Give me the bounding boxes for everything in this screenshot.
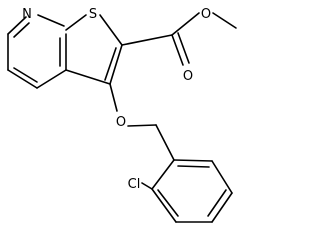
atom-label-n: N: [22, 7, 32, 22]
bond-cpara-cmeta2: [211, 192, 233, 223]
atom-label-cl: Cl: [128, 177, 141, 192]
atom-label-o-ether: O: [116, 115, 126, 130]
structure-canvas: N S O O O Cl: [7, 7, 237, 223]
bond-cortho2-cipso: [173, 159, 213, 162]
bond-ch2-cipso: [155, 124, 175, 161]
bond-cortho-cmeta: [151, 188, 177, 223]
bond-c3-oether: [109, 83, 118, 112]
bond-ccarbonyl-o-double-a: [171, 34, 184, 66]
bond-cortho-cl: [141, 182, 153, 190]
bond-s-c2: [99, 14, 123, 46]
bond-cmeta2-cortho2: [211, 160, 233, 194]
bond-n-c6: [7, 16, 27, 35]
atom-label-o-carbonyl: O: [183, 69, 193, 84]
bond-cipso-cortho: [151, 159, 175, 190]
bond-oether-ch2: [127, 124, 157, 127]
bond-ccarbonyl-o-double-b: [177, 32, 190, 64]
bond-c7a-n: [37, 14, 65, 27]
bond-c2-c3-double: [104, 47, 117, 81]
bond-c2-ccarbonyl: [121, 34, 173, 46]
bond-oester-methyl: [212, 12, 237, 29]
bond-cortho2-cipso-double: [177, 165, 210, 168]
bond-c4-c3a: [36, 69, 67, 89]
bond-cortho-cmeta-double: [157, 189, 179, 217]
bond-c5-c4-double: [13, 67, 38, 83]
bond-n-c6-double: [13, 22, 30, 38]
bond-c5-c4: [7, 69, 38, 89]
bond-c7a-s: [65, 14, 87, 31]
atom-label-o-ester: O: [201, 7, 211, 22]
molecule-structure-diagram: N S O O O Cl: [7, 7, 237, 223]
bond-cpara-cmeta2-double: [207, 189, 227, 217]
bond-c2-c3: [109, 44, 123, 85]
bond-ccarbonyl-oester: [171, 12, 200, 36]
bond-c3-c3a: [65, 69, 111, 85]
atom-label-s: S: [89, 7, 97, 22]
